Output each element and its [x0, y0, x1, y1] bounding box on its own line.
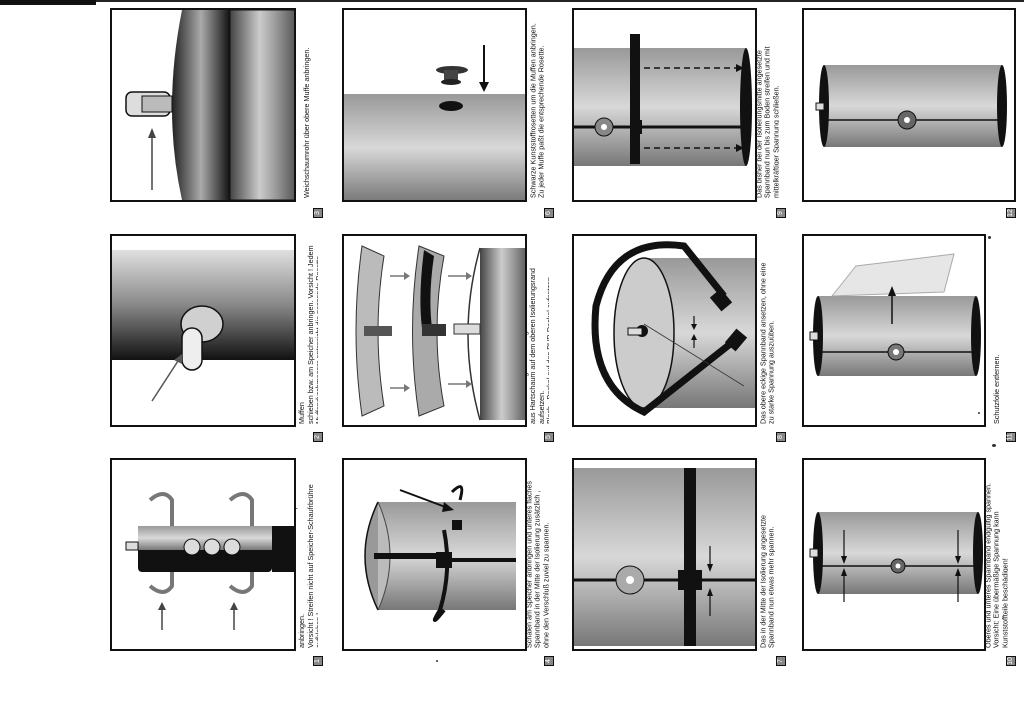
- step-3-caption: Weichschaumrohr über obere Muffe anbring…: [296, 8, 318, 202]
- step-9-number: 9: [776, 208, 786, 218]
- step-9-illustration: [572, 8, 757, 202]
- step-4-illustration: [342, 458, 527, 651]
- step-1-illustration: [110, 458, 296, 651]
- step-4-caption: Schalen am Speicher anbringen und untere…: [527, 458, 549, 651]
- step-11-illustration: [802, 234, 986, 427]
- step-11-number: 11: [1006, 432, 1016, 442]
- step-11-caption: Schutzfolie entfernen.: [986, 234, 1008, 427]
- scan-speck: [436, 660, 438, 662]
- step-8-caption: Das obere eckige Spannband ansetzen, ohn…: [757, 234, 779, 427]
- step-12-number: 12: [1006, 208, 1016, 218]
- step-10-caption: Oberes und unteres Spannband endgültig s…: [986, 458, 1008, 651]
- scan-speck: [992, 444, 996, 447]
- step-6-number: 6: [544, 208, 554, 218]
- step-3-number: 3: [313, 208, 323, 218]
- step-1-number: 1: [313, 656, 323, 666]
- step-10-illustration: [802, 458, 986, 651]
- step-12-illustration: [802, 8, 1016, 202]
- scan-speck: [978, 412, 980, 414]
- step-5-illustration: [342, 234, 527, 427]
- step-2-number: 2: [313, 432, 323, 442]
- step-7-illustration: [572, 458, 757, 651]
- scan-speck: [988, 236, 991, 239]
- step-8-illustration: [572, 234, 757, 427]
- step-2-illustration: [110, 234, 296, 427]
- step-5-number: 5: [544, 432, 554, 442]
- step-1-caption: Selbstklebende Weichschaumstreifen am Sp…: [296, 458, 318, 651]
- step-3-illustration: [110, 8, 296, 202]
- step-7-caption: Das in der Mitte der Isolierung angesetz…: [757, 458, 779, 651]
- scan-edge-line: [96, 0, 1024, 2]
- step-7-number: 7: [776, 656, 786, 666]
- step-10-number: 10: [1006, 656, 1016, 666]
- step-5-caption: Nur bei vierteiligen Isolierungen. Die z…: [527, 234, 549, 427]
- step-6-illustration: [342, 8, 527, 202]
- step-2-caption: Selbstklebende seitliche Weichschaumrose…: [296, 234, 318, 427]
- scan-edge-dark: [0, 0, 96, 5]
- step-6-caption: Schwarze Kunststoffrosetten um die Muffe…: [527, 8, 549, 202]
- step-9-caption: Das bisher bei der Isolierungsmitte ange…: [757, 8, 779, 202]
- step-8-number: 8: [776, 432, 786, 442]
- step-4-number: 4: [544, 656, 554, 666]
